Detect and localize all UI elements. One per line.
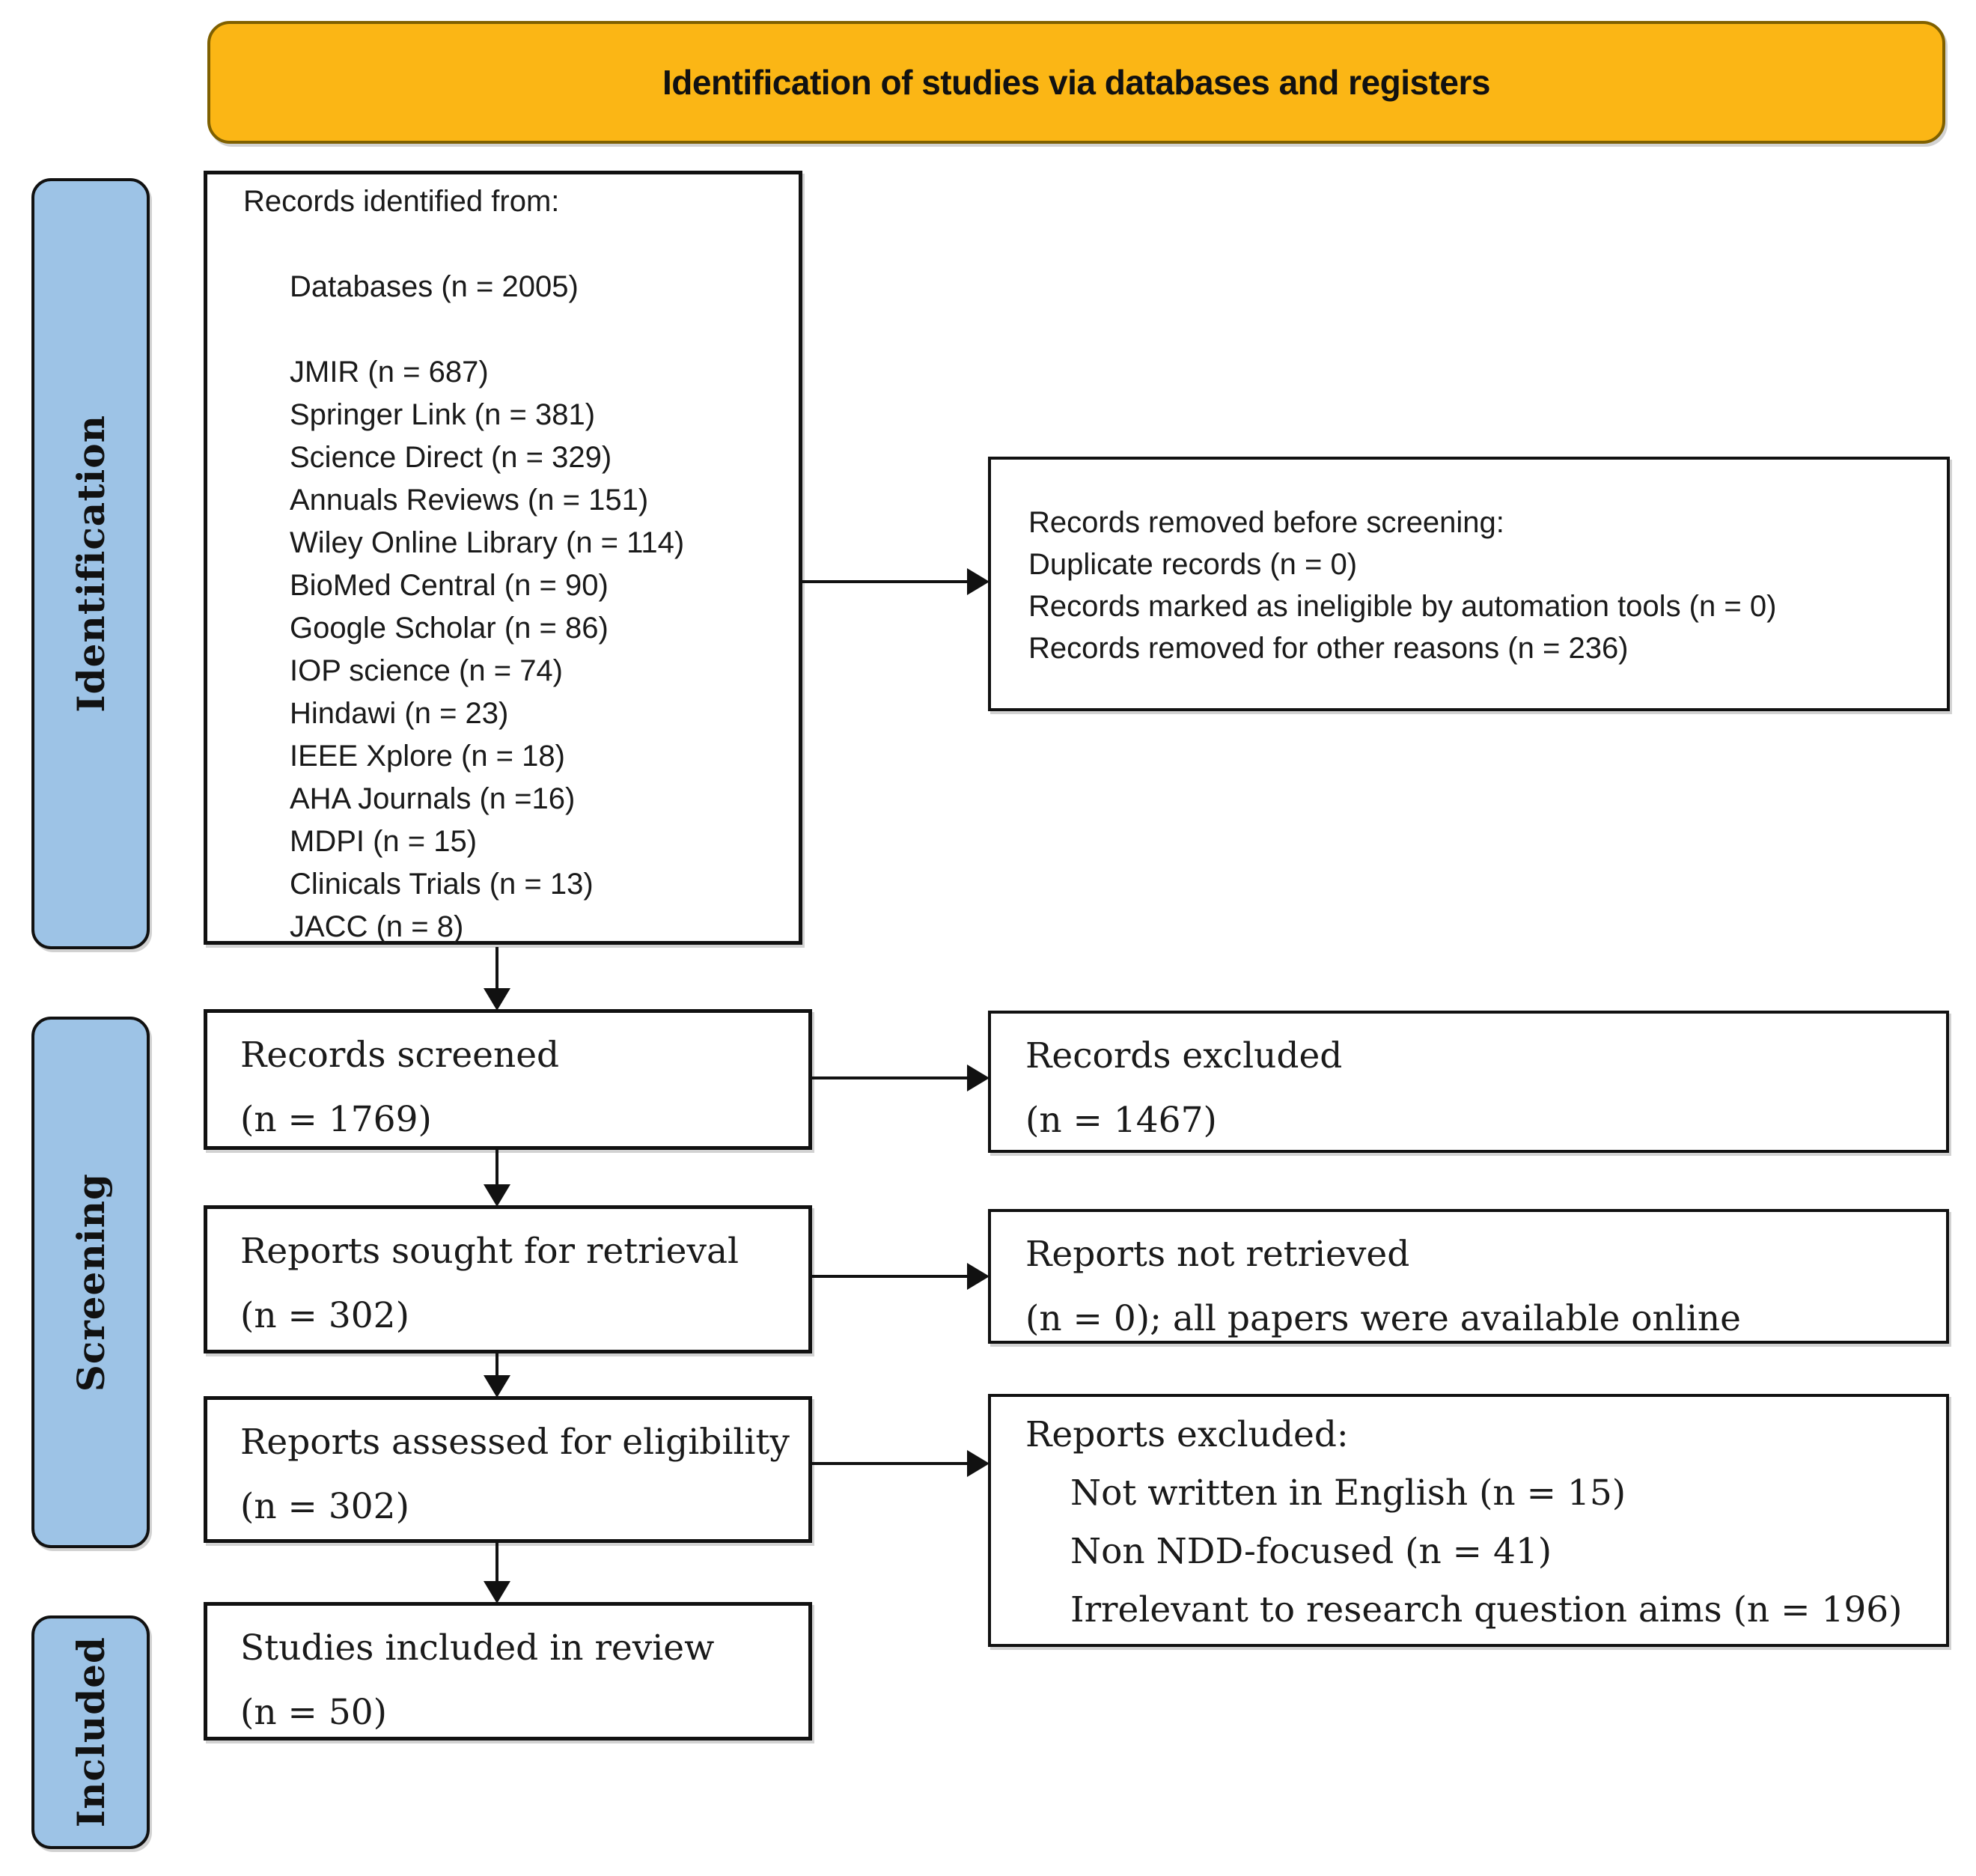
arrow-head-icon xyxy=(484,1375,510,1398)
arrow-screened-to-sought xyxy=(484,1150,510,1207)
stage-identification-label: Identification xyxy=(68,415,113,713)
source-item: Science Direct (n = 329) xyxy=(290,441,612,474)
source-item: AHA Journals (n =16) xyxy=(290,782,576,815)
source-item: BioMed Central (n = 90) xyxy=(290,569,609,602)
reports-excluded-item: Irrelevant to research question aims (n … xyxy=(1070,1589,1903,1630)
arrow-assessed-to-included xyxy=(484,1543,510,1604)
source-item: Springer Link (n = 381) xyxy=(290,398,596,431)
reports-excluded-item: Not written in English (n = 15) xyxy=(1070,1473,1626,1514)
diagram-title: Identification of studies via databases … xyxy=(662,63,1490,102)
arrow-head-icon xyxy=(484,988,510,1011)
source-item: IEEE Xplore (n = 18) xyxy=(290,740,565,773)
records-excluded-box: Records excluded (n = 1467) xyxy=(988,1011,1949,1153)
reports-assessed-box: Reports assessed for eligibility (n = 30… xyxy=(204,1396,812,1543)
reports-not-retrieved-label: Reports not retrieved xyxy=(1025,1234,1410,1275)
arrow-shaft xyxy=(495,1150,498,1187)
reports-excluded-title: Reports excluded: xyxy=(1025,1414,1349,1455)
arrow-identified-to-screened xyxy=(484,947,510,1011)
arrow-sought-to-not-retrieved xyxy=(812,1263,989,1290)
reports-assessed-label: Reports assessed for eligibility xyxy=(240,1422,790,1463)
source-item: Wiley Online Library (n = 114) xyxy=(290,526,685,559)
records-removed-box: Records removed before screening: Duplic… xyxy=(988,457,1950,711)
stage-screening-label: Screening xyxy=(68,1172,113,1392)
removed-item: Duplicate records (n = 0) xyxy=(1028,548,1358,581)
databases-total: Databases (n = 2005) xyxy=(290,270,579,303)
stage-included: Included xyxy=(31,1615,150,1849)
arrow-shaft xyxy=(495,1353,498,1378)
studies-included-count: (n = 50) xyxy=(240,1692,388,1733)
reports-sought-count: (n = 302) xyxy=(240,1295,409,1336)
arrow-shaft xyxy=(495,947,498,991)
records-screened-label: Records screened xyxy=(240,1035,560,1076)
source-item: MDPI (n = 15) xyxy=(290,825,478,858)
reports-excluded-item: Non NDD-focused (n = 41) xyxy=(1070,1531,1552,1572)
reports-sought-label: Reports sought for retrieval xyxy=(240,1231,740,1272)
records-screened-count: (n = 1769) xyxy=(240,1099,432,1140)
records-excluded-label: Records excluded xyxy=(1025,1035,1343,1076)
arrow-screened-to-excluded xyxy=(812,1065,989,1091)
reports-not-retrieved-box: Reports not retrieved (n = 0); all paper… xyxy=(988,1209,1949,1344)
arrow-head-icon xyxy=(967,1065,989,1091)
arrow-identified-to-removed xyxy=(802,568,989,595)
reports-not-retrieved-count: (n = 0); all papers were available onlin… xyxy=(1025,1298,1741,1339)
source-item: JACC (n = 8) xyxy=(290,910,464,943)
studies-included-label: Studies included in review xyxy=(240,1627,715,1669)
arrow-shaft xyxy=(495,1543,498,1584)
studies-included-box: Studies included in review (n = 50) xyxy=(204,1602,812,1741)
records-excluded-count: (n = 1467) xyxy=(1025,1100,1217,1141)
source-item: IOP science (n = 74) xyxy=(290,654,563,687)
reports-sought-box: Reports sought for retrieval (n = 302) xyxy=(204,1205,812,1353)
arrow-shaft xyxy=(812,1275,970,1278)
source-item: JMIR (n = 687) xyxy=(290,356,489,389)
arrow-head-icon xyxy=(484,1184,510,1207)
source-item: Hindawi (n = 23) xyxy=(290,697,509,730)
arrow-head-icon xyxy=(967,1450,989,1477)
arrow-head-icon xyxy=(967,568,989,595)
title-banner: Identification of studies via databases … xyxy=(207,21,1945,144)
removed-item: Records removed for other reasons (n = 2… xyxy=(1028,632,1629,665)
arrow-shaft xyxy=(812,1076,970,1079)
source-item: Google Scholar (n = 86) xyxy=(290,612,609,645)
records-identified-box: Records identified from: Databases (n = … xyxy=(204,171,802,945)
records-identified-title: Records identified from: xyxy=(243,185,560,218)
records-removed-title: Records removed before screening: xyxy=(1028,506,1504,539)
records-screened-box: Records screened (n = 1769) xyxy=(204,1009,812,1150)
arrow-sought-to-assessed xyxy=(484,1353,510,1398)
arrow-assessed-to-reports-excluded xyxy=(812,1450,989,1477)
stage-included-label: Included xyxy=(68,1636,113,1828)
source-item: Clinicals Trials (n = 13) xyxy=(290,868,594,901)
reports-excluded-box: Reports excluded: Not written in English… xyxy=(988,1394,1949,1647)
source-item: Annuals Reviews (n = 151) xyxy=(290,484,649,517)
reports-assessed-count: (n = 302) xyxy=(240,1486,409,1527)
arrow-shaft xyxy=(812,1462,970,1465)
stage-identification: Identification xyxy=(31,178,150,949)
removed-item: Records marked as ineligible by automati… xyxy=(1028,590,1777,623)
arrow-shaft xyxy=(802,580,970,583)
stage-screening: Screening xyxy=(31,1017,150,1548)
arrow-head-icon xyxy=(484,1581,510,1604)
arrow-head-icon xyxy=(967,1263,989,1290)
